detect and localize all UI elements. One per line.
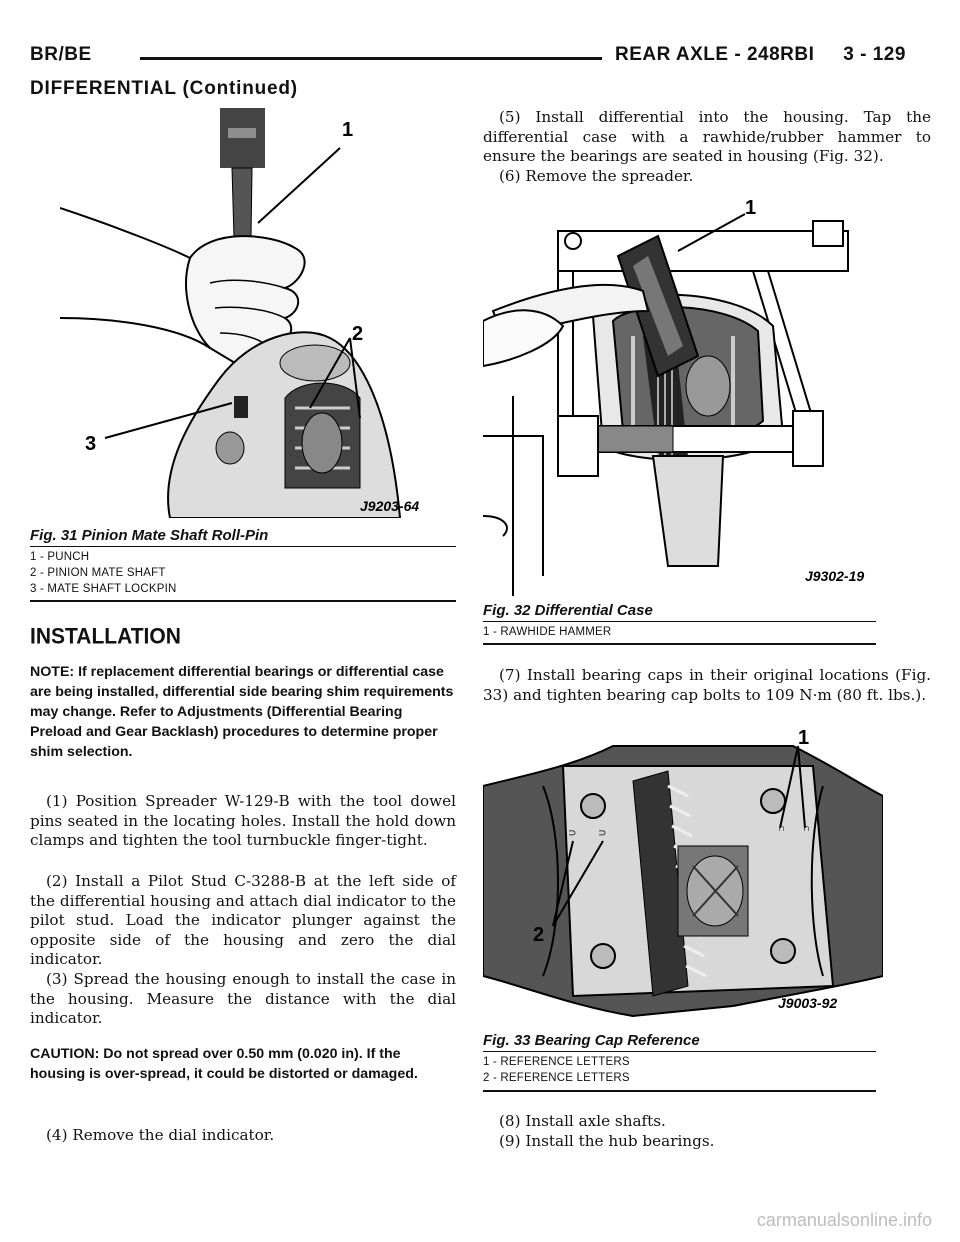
fig33-legend-2: 2 - REFERENCE LETTERS — [483, 1072, 630, 1084]
fig31-legend-3: 3 - MATE SHAFT LOCKPIN — [30, 583, 177, 595]
fig31-illustration: 1 2 3 J9203-64 — [60, 108, 450, 518]
fig31-legend-2: 2 - PINION MATE SHAFT — [30, 567, 166, 579]
fig31-bottom-rule — [30, 600, 456, 602]
installation-step-4: (4) Remove the dial indicator. — [46, 1126, 275, 1144]
installation-step-9: (9) Install the hub bearings. — [499, 1132, 715, 1150]
section-continued-heading: DIFFERENTIAL (Continued) — [30, 78, 298, 99]
footer-watermark[interactable]: carmanualsonline.info — [756, 1210, 932, 1230]
fig31-legend-1: 1 - PUNCH — [30, 551, 90, 563]
header-right: REAR AXLE - 248RBI 3 - 129 — [615, 44, 906, 65]
fig32-bottom-rule — [483, 643, 876, 645]
fig31-callout-3: 3 — [85, 433, 96, 455]
fig31-callout-1: 1 — [342, 119, 353, 141]
fig31-caption: Fig. 31 Pinion Mate Shaft Roll-Pin — [30, 527, 269, 544]
installation-note: NOTE: If replacement differential bearin… — [30, 664, 454, 760]
fig32-legend-1: 1 - RAWHIDE HAMMER — [483, 626, 612, 638]
installation-step-2: (2) Install a Pilot Stud C-3288-B at the… — [30, 872, 456, 968]
installation-step-6: (6) Remove the spreader. — [499, 167, 694, 185]
fig33-code: J9003-92 — [778, 995, 837, 1011]
fig32-callout-1: 1 — [745, 197, 756, 219]
installation-caution: CAUTION: Do not spread over 0.50 mm (0.0… — [30, 1046, 418, 1082]
installation-step-1: (1) Position Spreader W-129-B with the t… — [30, 792, 456, 849]
fig33-callout-1: 1 — [798, 727, 809, 749]
fig32-caption: Fig. 32 Differential Case — [483, 602, 653, 619]
installation-step-8: (8) Install axle shafts. — [499, 1112, 666, 1130]
fig33-legend-1: 1 - REFERENCE LETTERS — [483, 1056, 630, 1068]
fig33-callout-2: 2 — [533, 924, 544, 946]
fig32-caption-rule — [483, 621, 876, 622]
fig33-illustration: ⊃ ⊃ ∩ ∩ 1 2 J9003-92 — [483, 726, 883, 1026]
installation-title: INSTALLATION — [30, 624, 181, 649]
fig32-code: J9302-19 — [805, 568, 864, 584]
fig31-callout-2: 2 — [352, 323, 363, 345]
svg-text:∩: ∩ — [803, 823, 810, 834]
header-left: BR/BE — [30, 44, 92, 65]
installation-step-7: (7) Install bearing caps in their origin… — [483, 666, 931, 704]
fig32-illustration: 1 J9302-19 — [483, 196, 883, 596]
installation-step-5: (5) Install differential into the housin… — [483, 108, 931, 165]
svg-text:∩: ∩ — [778, 823, 785, 834]
fig33-bottom-rule — [483, 1090, 876, 1092]
header-rule — [140, 57, 602, 60]
fig31-code: J9203-64 — [360, 498, 419, 514]
svg-text:⊃: ⊃ — [568, 828, 576, 839]
installation-step-3: (3) Spread the housing enough to install… — [30, 970, 456, 1027]
fig33-caption: Fig. 33 Bearing Cap Reference — [483, 1032, 700, 1049]
fig33-caption-rule — [483, 1051, 876, 1052]
svg-text:⊃: ⊃ — [598, 828, 606, 839]
fig31-caption-rule — [30, 546, 456, 547]
